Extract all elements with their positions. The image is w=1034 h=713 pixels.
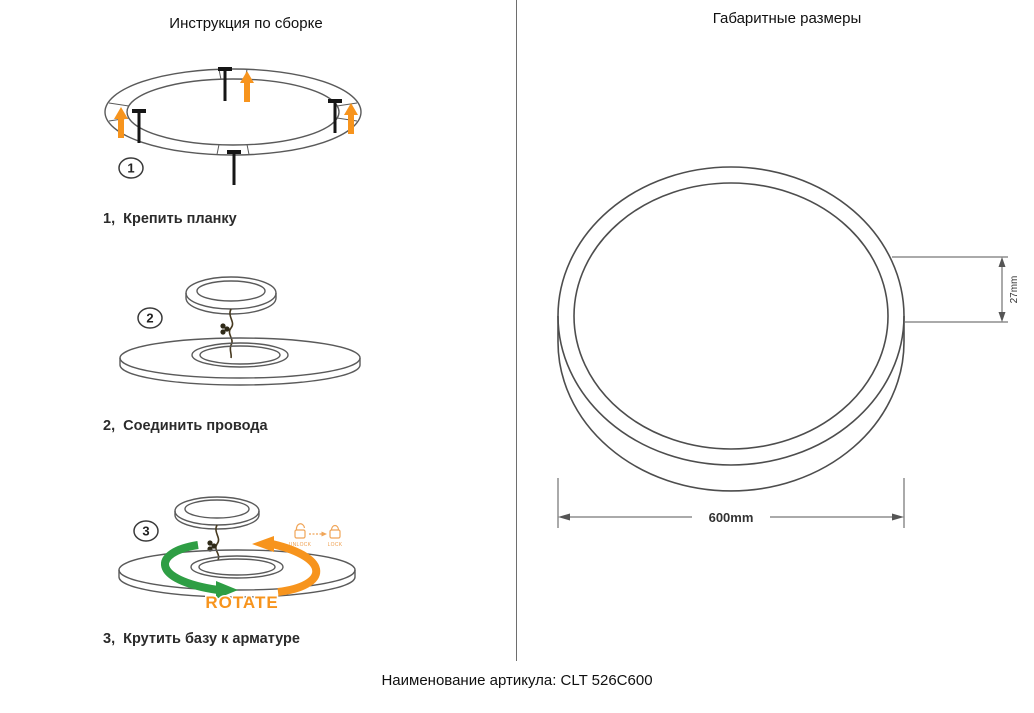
rotate-arrow-green (161, 541, 238, 599)
fixture-outline (557, 166, 905, 492)
screw-icon (227, 150, 241, 185)
svg-text:2: 2 (146, 311, 153, 326)
screw-icon (132, 109, 146, 143)
dimensions-section-title: Габаритные размеры (712, 10, 862, 27)
thickness-dim-label: 27mm (1009, 276, 1020, 304)
dimensions-illustration: 27mm 600mm (557, 166, 1020, 528)
step2-label: 2, Соединить провода (103, 418, 268, 434)
lock-icon (329, 524, 341, 539)
section-divider (516, 0, 517, 661)
lamp-disc (174, 496, 260, 530)
arrow-up-icon (114, 107, 128, 138)
screw-icon (218, 67, 232, 101)
width-dimension: 600mm (557, 478, 905, 528)
lock-label: LOCK (328, 542, 343, 548)
rotate-arrow-orange (252, 536, 321, 596)
svg-text:1: 1 (127, 161, 134, 176)
step1-label: 1, Крепить планку (103, 211, 237, 227)
width-dim-label: 600mm (709, 510, 754, 525)
step1-illustration: 1 (104, 67, 362, 185)
step-badge: 1 (118, 157, 144, 179)
step2-illustration: 2 (119, 276, 361, 386)
step3-label: 3, Крутить базу к арматуре (103, 631, 300, 647)
base-plate (119, 337, 361, 386)
unlock-icon (294, 523, 306, 539)
step-badge: 2 (137, 307, 163, 329)
lock-arrow-icon (309, 531, 327, 537)
unlock-label: UNLOCK (289, 542, 312, 548)
article-name: Наименование артикула: CLT 526C600 (381, 672, 653, 689)
step-badge: 3 (133, 520, 159, 542)
rotate-label: ROTATE (205, 593, 278, 612)
screw-icon (328, 99, 342, 133)
wire (207, 524, 220, 561)
wire (220, 308, 234, 359)
arrow-up-icon (344, 103, 358, 134)
thickness-dimension: 27mm (892, 256, 1020, 323)
step3-illustration: UNLOCK LOCK ROTATE 3 (118, 496, 356, 614)
svg-text:3: 3 (142, 524, 149, 539)
lamp-disc (185, 276, 277, 315)
assembly-section-title: Инструкция по сборке (169, 15, 323, 32)
arrow-up-icon (240, 71, 254, 102)
